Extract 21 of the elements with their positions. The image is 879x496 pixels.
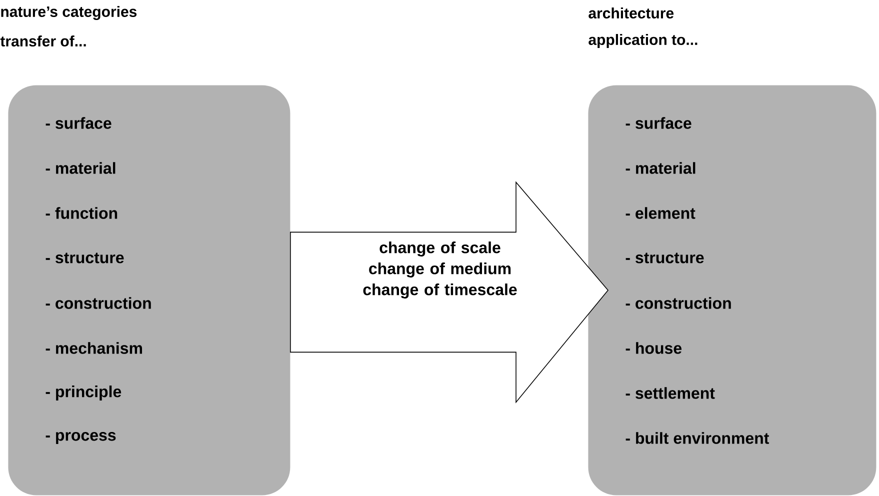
list-item: - structure [626,252,704,264]
list-item: - surface [626,117,692,129]
list-item: - house [626,342,682,354]
list-item: - process [46,432,116,444]
list-item: - construction [46,297,151,309]
list-item: - material [46,162,116,174]
list-item: - principle [46,386,122,400]
list-item: - surface [46,117,112,129]
list-item: - settlement [626,387,715,399]
heading-text: nature’s categories [1,6,137,20]
list-item: - element [626,207,696,219]
heading-text: transfer of... [0,36,86,46]
list-item: - construction [626,297,731,309]
list-item: - built environment [626,432,769,444]
list-item: - structure [46,252,124,264]
list-item: - function [46,207,118,219]
edge-label: change of scale change of medium change of timescale [350,240,530,300]
heading-text: application to... [588,34,698,48]
heading-text: architecture [588,8,674,18]
list-item: - mechanism [46,342,142,354]
list-item: - material [626,162,696,174]
